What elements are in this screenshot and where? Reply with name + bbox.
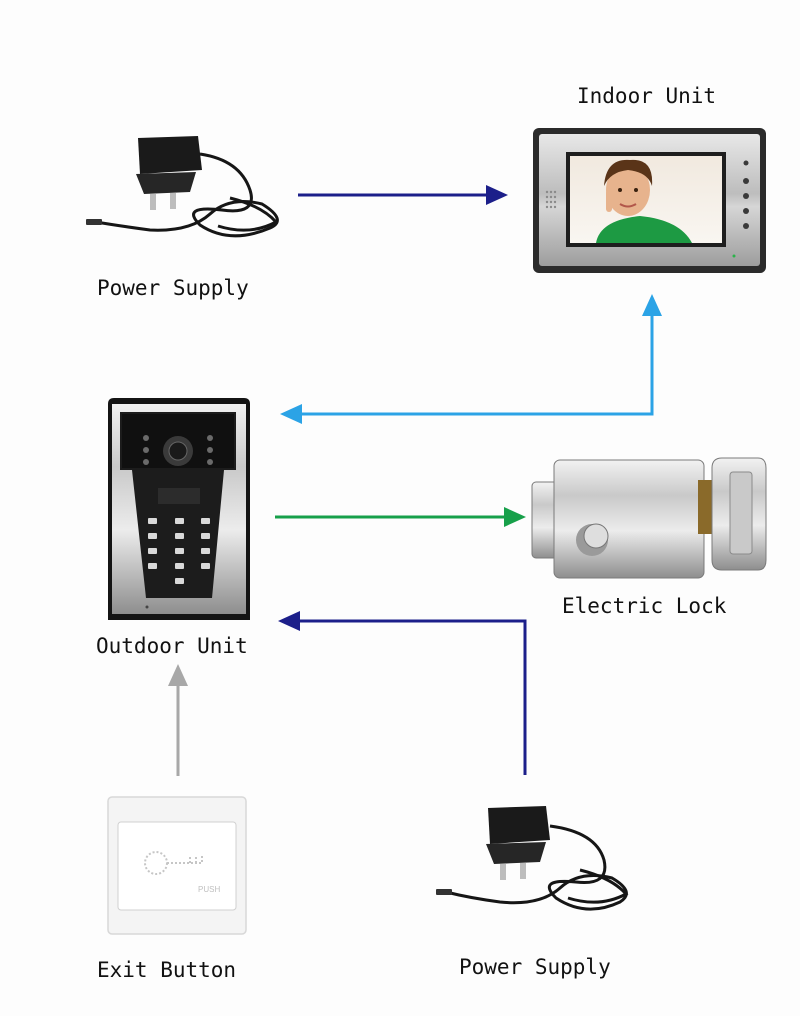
exit-button-image: PUSH <box>107 796 247 935</box>
exit-button-label: Exit Button <box>97 958 237 982</box>
outdoor-unit-image <box>108 398 250 620</box>
push-text: PUSH <box>198 885 220 894</box>
indoor-unit-image <box>533 128 766 273</box>
power-supply-top-image <box>86 136 279 238</box>
speaker-grille <box>545 190 557 209</box>
arrow-outdoor-to-lock <box>275 507 526 527</box>
arrow-exit-to-outdoor <box>168 664 188 776</box>
power-supply-bottom-image <box>436 806 629 911</box>
electric-lock-label: Electric Lock <box>562 594 727 618</box>
outdoor-unit-label: Outdoor Unit <box>96 634 248 658</box>
power-supply-top-label: Power Supply <box>97 276 249 300</box>
arrow-power-to-indoor <box>298 185 508 205</box>
child-photo <box>596 159 692 243</box>
monitor-buttons <box>743 160 749 229</box>
electric-lock-image <box>531 457 767 579</box>
arrow-power-to-outdoor <box>278 611 527 775</box>
keypad <box>148 518 210 584</box>
indoor-unit-label: Indoor Unit <box>577 84 717 108</box>
power-supply-bottom-label: Power Supply <box>459 955 611 979</box>
arrow-indoor-outdoor-video <box>280 294 662 424</box>
